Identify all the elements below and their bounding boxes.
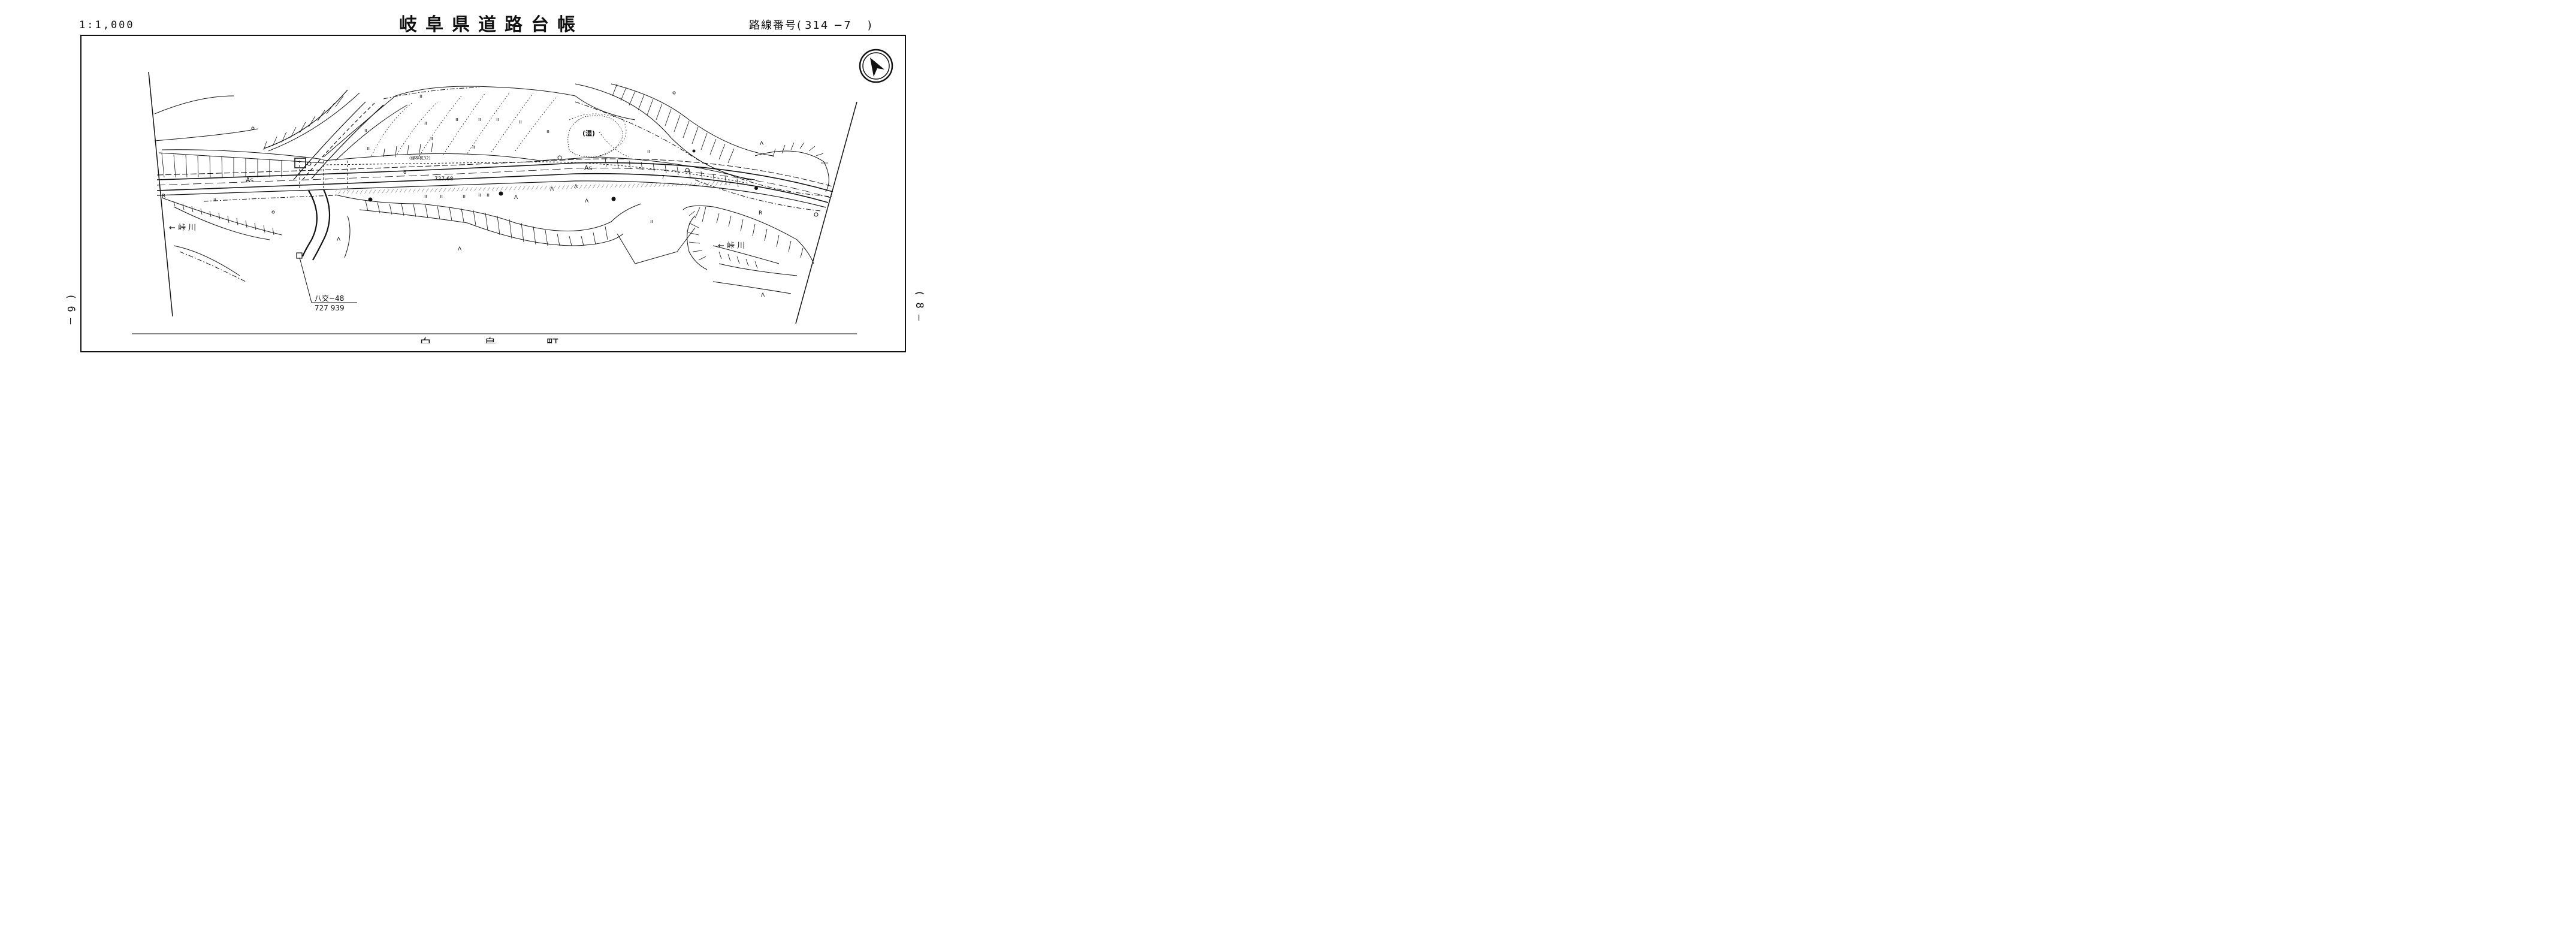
town-label-char-3: 町 xyxy=(546,336,558,343)
forest-symbol: Λ xyxy=(337,237,341,243)
benchmark-leader xyxy=(299,257,312,303)
map-boundary-left xyxy=(148,71,173,317)
benchmark-id: 八交−48 xyxy=(315,294,344,303)
field-symbol: ıı xyxy=(430,136,433,142)
field-symbol: ıı xyxy=(364,128,367,134)
town-label-char-2: 鳥 xyxy=(484,336,496,343)
north-slope-hatching xyxy=(161,83,828,188)
field-symbol: ıı xyxy=(487,192,490,198)
forest-symbol: Λ xyxy=(550,186,554,192)
property-boundaries xyxy=(203,87,833,212)
field-symbol: ıı xyxy=(424,120,427,126)
benchmark-elevation: 727 939 xyxy=(315,304,345,312)
roadside-mark-east: R xyxy=(759,210,762,216)
field-symbol: ıı xyxy=(472,144,475,150)
road-surface-label-west: As xyxy=(246,176,254,184)
field-symbol: ıı xyxy=(478,192,481,198)
field-symbol: ıı xyxy=(647,149,650,155)
land-use-symbols: ıı ıı ıı ıı ıı ıı ıı ıı ıı ıı ıı ıı ıı ı… xyxy=(213,93,765,298)
main-road xyxy=(156,158,835,208)
chainage-mark-6: 6 xyxy=(403,170,406,175)
pond-outline xyxy=(567,115,624,158)
river-label-west: ← 峠 川 xyxy=(169,224,196,233)
forest-symbol: Λ xyxy=(458,246,462,252)
north-arrow-icon xyxy=(859,49,893,83)
forest-symbol: Λ xyxy=(585,198,589,204)
right-adjacent-sheet-ref: ( 8 — xyxy=(913,290,925,321)
map-scale: 1:1,000 xyxy=(79,19,135,31)
field-symbol: ıı xyxy=(650,219,653,225)
field-symbol: ıı xyxy=(463,194,466,200)
bridge-left xyxy=(299,161,348,261)
north-slopes xyxy=(154,83,829,192)
survey-marker-label: (緑林杭32) xyxy=(409,155,431,161)
road-edge-hatch xyxy=(336,182,731,194)
field-symbol: ıı xyxy=(546,129,549,135)
roadside-mark-west: R xyxy=(162,194,165,200)
forest-symbol: Λ xyxy=(574,184,578,190)
left-adjacent-sheet-ref: ( 6 — xyxy=(65,294,77,325)
field-symbol: ıı xyxy=(478,117,481,123)
forest-symbol: Λ xyxy=(514,195,518,201)
field-symbol: ıı xyxy=(367,146,370,152)
road-surface-label-east: As xyxy=(584,164,593,172)
field-symbol: ıı xyxy=(455,117,458,123)
route-number-label: 路線番号(314 −7) xyxy=(749,17,873,32)
road-map: ıı ıı ıı ıı ıı ıı ıı ıı ıı ıı ıı ıı ıı ı… xyxy=(132,49,893,343)
field-symbol: ıı xyxy=(213,197,216,203)
field-symbol: ıı xyxy=(519,119,522,125)
benchmark-box xyxy=(296,252,303,259)
field-contours xyxy=(371,92,630,158)
culvert-box xyxy=(294,158,306,168)
field-symbol: ıı xyxy=(496,117,499,123)
town-label-char-1: 白 xyxy=(419,336,431,343)
field-symbol: ıı xyxy=(440,194,443,200)
river-label-east: ← 峠 川 xyxy=(718,241,745,250)
chainage-mark-7: 7 xyxy=(662,174,665,180)
south-slopes xyxy=(161,194,814,294)
forest-symbol: Λ xyxy=(761,292,765,298)
route-prefix: 路線番号( xyxy=(749,19,803,32)
field-symbol: ıı xyxy=(424,194,427,200)
side-road xyxy=(293,101,384,180)
page-title: 岐阜県道路台帳 xyxy=(399,14,584,35)
map-boundary-right xyxy=(795,101,857,324)
map-frame xyxy=(80,35,906,352)
utility-poles xyxy=(368,149,758,202)
route-number: 314 −7 xyxy=(805,19,852,32)
forest-symbol: Λ xyxy=(760,141,764,147)
elevation-label: 727.68 xyxy=(434,176,454,182)
pond-label: (湿) xyxy=(582,129,595,137)
south-slope-hatching xyxy=(173,200,804,269)
route-suffix: ) xyxy=(867,19,873,32)
field-symbol: ıı xyxy=(419,93,422,99)
map-symbols xyxy=(251,91,819,217)
